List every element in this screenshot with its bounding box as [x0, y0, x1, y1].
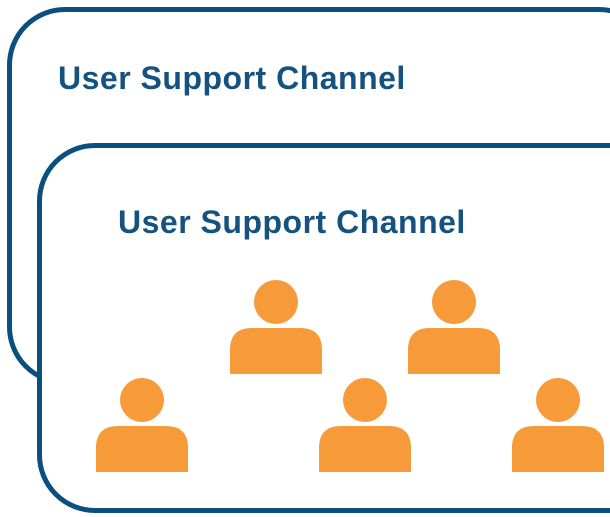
person-icon	[96, 378, 188, 472]
person-icon	[319, 378, 411, 472]
person-icon	[230, 280, 322, 374]
front-channel-title: User Support Channel	[118, 204, 466, 240]
back-channel-title: User Support Channel	[58, 60, 406, 96]
person-icon	[408, 280, 500, 374]
person-icon	[512, 378, 604, 472]
